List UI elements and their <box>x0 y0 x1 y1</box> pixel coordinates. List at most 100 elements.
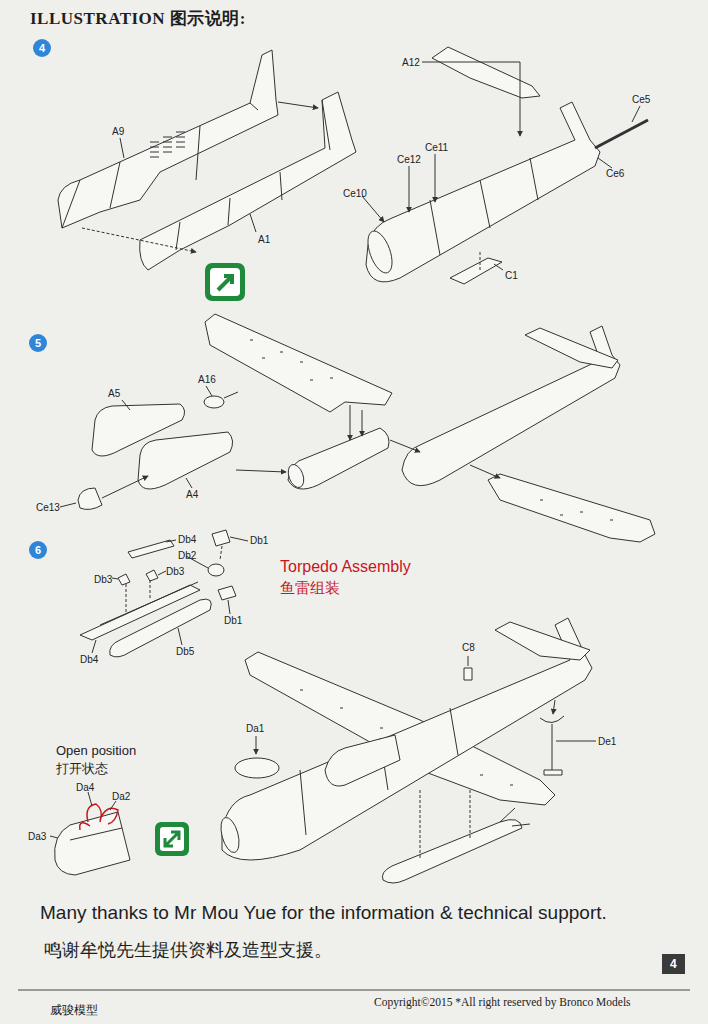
step-number: 4 <box>33 39 51 57</box>
line-art <box>158 571 166 575</box>
part-number: Da3 <box>28 831 46 842</box>
line-art <box>350 405 351 440</box>
part-number: A4 <box>186 489 198 500</box>
line-art <box>165 832 179 846</box>
line-art <box>632 106 640 122</box>
line-art <box>432 47 540 98</box>
line-art <box>205 314 392 412</box>
node-text: 6 <box>35 545 41 556</box>
line-art <box>250 214 256 232</box>
line-art <box>362 196 384 222</box>
line-art <box>450 258 502 284</box>
line-art <box>150 132 185 157</box>
line-art <box>122 400 130 410</box>
part-number: Db4 <box>80 654 98 665</box>
part-number: Db1 <box>250 535 268 546</box>
part-number: Ce5 <box>632 94 650 105</box>
line-art <box>178 628 182 645</box>
line-art <box>112 578 118 579</box>
line-art <box>60 503 76 507</box>
line-art <box>422 62 520 136</box>
line-art <box>230 537 248 541</box>
part-number: De1 <box>598 736 616 747</box>
section-heading: Torpedo Assembly <box>280 558 411 576</box>
glue-icon <box>155 822 189 856</box>
part-number: C1 <box>505 270 518 281</box>
line-art <box>540 500 613 520</box>
node-text: 4 <box>670 958 677 970</box>
footer-text: 威骏模型 <box>50 1004 98 1017</box>
line-art <box>430 158 538 255</box>
line-art <box>285 462 306 489</box>
part-number: Da4 <box>76 782 94 793</box>
part-number: Ce6 <box>606 168 624 179</box>
line-art <box>494 264 503 270</box>
acknowledgement: 鸣谢牟悦先生提供资料及造型支援。 <box>44 941 332 961</box>
line-art <box>382 820 522 883</box>
line-art <box>166 540 176 542</box>
part-number: Da2 <box>112 791 130 802</box>
line-art <box>595 120 648 148</box>
line-art <box>468 656 469 666</box>
line-art <box>208 564 224 576</box>
part-number: Db1 <box>224 615 242 626</box>
line-art <box>70 828 122 840</box>
line-art <box>110 801 116 810</box>
part-number: Db2 <box>178 550 196 561</box>
line-art <box>140 92 356 270</box>
line-art <box>186 478 192 488</box>
page-title: ILLUSTRATION 图示说明: <box>30 10 246 29</box>
line-art <box>176 100 330 250</box>
line-art <box>362 410 363 436</box>
line-art <box>235 758 279 778</box>
line-art <box>218 586 236 600</box>
line-art <box>228 600 230 614</box>
view-note: 打开状态 <box>56 762 108 776</box>
line-art <box>110 599 212 657</box>
acknowledgement: Many thanks to Mr Mou Yue for the inform… <box>40 903 607 924</box>
line-art <box>488 474 655 542</box>
line-art <box>556 741 596 742</box>
line-art <box>402 326 620 486</box>
line-art <box>544 770 562 775</box>
line-art <box>204 396 224 408</box>
step-5-wings-engines <box>60 314 655 542</box>
line-art <box>80 804 118 830</box>
line-art <box>525 328 618 368</box>
line-art <box>435 154 436 202</box>
part-number: Db3 <box>166 566 184 577</box>
page-number-box: 4 <box>662 954 685 974</box>
view-note: Open position <box>56 744 136 758</box>
glue-icon <box>205 263 245 301</box>
line-art <box>325 735 400 786</box>
part-number: Db5 <box>176 646 194 657</box>
line-art <box>552 724 553 770</box>
step-number: 6 <box>29 541 47 559</box>
line-art <box>92 640 96 653</box>
line-art <box>146 570 158 581</box>
line-art <box>363 228 397 276</box>
line-art <box>464 668 472 680</box>
part-number: A5 <box>108 388 120 399</box>
line-art <box>126 584 127 612</box>
part-number: A16 <box>198 374 216 385</box>
section-heading: 鱼雷组装 <box>280 580 340 597</box>
line-art <box>222 618 592 860</box>
line-art <box>495 622 590 660</box>
line-art <box>120 138 124 158</box>
part-number: Ce10 <box>343 188 367 199</box>
line-art <box>210 268 240 296</box>
line-art <box>50 836 58 838</box>
line-art <box>118 574 130 585</box>
part-number: A9 <box>112 126 124 137</box>
line-art <box>300 708 458 835</box>
line-art <box>160 827 184 851</box>
part-number: A12 <box>402 57 420 68</box>
step-number: 5 <box>29 334 47 352</box>
line-art <box>155 822 189 856</box>
part-number: Ce13 <box>36 502 60 513</box>
line-art <box>480 250 481 270</box>
